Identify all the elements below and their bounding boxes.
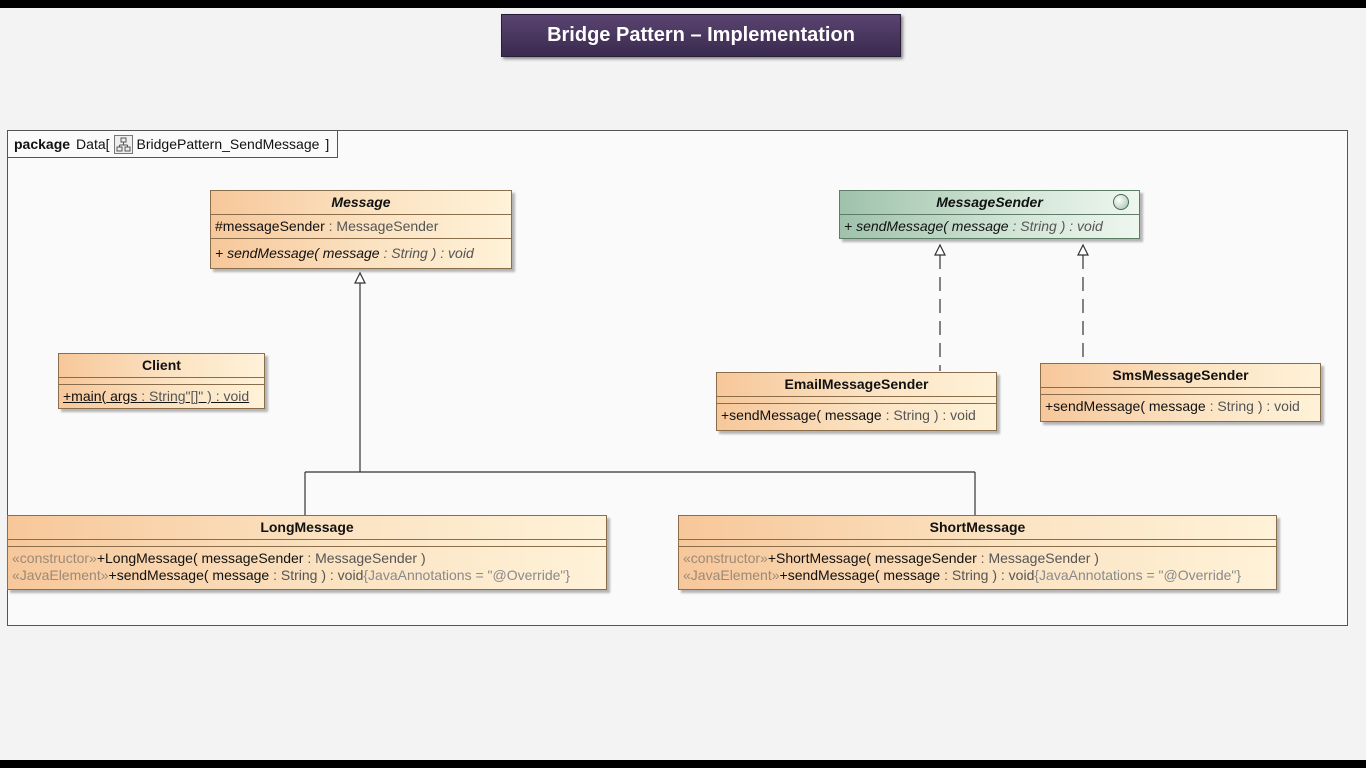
operation-name: +sendMessage( message <box>1045 398 1206 414</box>
class-name: Message <box>211 191 511 215</box>
attributes-compartment <box>1041 388 1320 395</box>
class-name: Client <box>59 354 264 378</box>
class-diagram-icon <box>113 134 133 154</box>
attributes-compartment <box>717 397 996 404</box>
interface-message-sender[interactable]: MessageSender + sendMessage( message : S… <box>839 190 1140 239</box>
interface-icon <box>1113 194 1129 210</box>
class-email-message-sender[interactable]: EmailMessageSender +sendMessage( message… <box>716 372 997 431</box>
operation-name: +main( <box>63 388 107 404</box>
attributes-compartment <box>679 540 1276 547</box>
class-long-message[interactable]: LongMessage «constructor»+LongMessage( m… <box>7 515 607 590</box>
relationship-connectors <box>304 243 1089 515</box>
class-name: ShortMessage <box>679 516 1276 540</box>
operation-name: +LongMessage( messageSender <box>96 550 304 566</box>
stereotype-label: «constructor» <box>12 550 97 566</box>
operation-type: : String"[]" ) : void <box>137 388 250 404</box>
class-name: EmailMessageSender <box>717 373 996 397</box>
attributes-compartment: #messageSender : MessageSender <box>211 215 511 239</box>
package-close-bracket: ] <box>325 136 330 152</box>
operation-name: + sendMessage( message <box>215 245 380 261</box>
annotation-label: {JavaAnnotations = "@Override"} <box>363 567 571 583</box>
stereotype-label: «JavaElement» <box>12 567 109 583</box>
package-keyword: package <box>14 136 71 152</box>
realization-email-sender <box>934 243 946 371</box>
package-diagram-name: BridgePattern_SendMessage <box>136 136 320 152</box>
operation-name: +ShortMessage( messageSender <box>767 550 977 566</box>
class-name: MessageSender <box>840 191 1139 215</box>
class-short-message[interactable]: ShortMessage «constructor»+ShortMessage(… <box>678 515 1277 590</box>
attribute-name: #messageSender <box>215 218 325 234</box>
operation-type: : String ) : void <box>379 245 474 261</box>
class-name: LongMessage <box>8 516 606 540</box>
operation-param: args <box>110 388 138 404</box>
generalization-message <box>304 271 976 515</box>
operation-name: +sendMessage( message <box>108 567 270 583</box>
operations-compartment: + sendMessage( message : String ) : void <box>211 239 511 268</box>
operation-name: +sendMessage( message <box>779 567 941 583</box>
operations-compartment: + sendMessage( message : String ) : void <box>840 215 1139 238</box>
operation-type: : MessageSender ) <box>976 550 1099 566</box>
operation-type: : String ) : void <box>1205 398 1300 414</box>
class-name: SmsMessageSender <box>1041 364 1320 388</box>
operation-type: : String ) : void <box>881 407 976 423</box>
class-sms-message-sender[interactable]: SmsMessageSender +sendMessage( message :… <box>1040 363 1321 422</box>
page-title: Bridge Pattern – Implementation <box>501 14 901 57</box>
realization-sms-sender <box>1077 243 1089 362</box>
package-name: Data <box>76 136 106 152</box>
package-open-bracket: [ <box>105 136 110 152</box>
stereotype-label: «JavaElement» <box>683 567 780 583</box>
operation-type: : String ) : void <box>940 567 1035 583</box>
attribute-type: : MessageSender <box>324 218 439 234</box>
diagram-canvas: Bridge Pattern – Implementation package … <box>0 8 1366 760</box>
operation-type: : MessageSender ) <box>303 550 426 566</box>
annotation-label: {JavaAnnotations = "@Override"} <box>1034 567 1242 583</box>
operation-type: : String ) : void <box>269 567 364 583</box>
operations-compartment: +sendMessage( message : String ) : void <box>717 404 996 430</box>
attributes-compartment <box>8 540 606 547</box>
operations-compartment: «constructor»+LongMessage( messageSender… <box>8 547 606 589</box>
operation-type: : String ) : void <box>1008 218 1103 234</box>
class-message[interactable]: Message #messageSender : MessageSender +… <box>210 190 512 269</box>
operations-compartment: «constructor»+ShortMessage( messageSende… <box>679 547 1276 589</box>
package-tab: package Data [ BridgePattern_SendMessage… <box>8 131 339 158</box>
attributes-compartment <box>59 378 264 385</box>
stereotype-label: «constructor» <box>683 550 768 566</box>
class-client[interactable]: Client +main( args : String"[]" ) : void <box>58 353 265 409</box>
operations-compartment: +main( args : String"[]" ) : void <box>59 385 264 408</box>
operation-name: + sendMessage( message <box>844 218 1009 234</box>
operation-name: +sendMessage( message <box>721 407 882 423</box>
operations-compartment: +sendMessage( message : String ) : void <box>1041 395 1320 421</box>
